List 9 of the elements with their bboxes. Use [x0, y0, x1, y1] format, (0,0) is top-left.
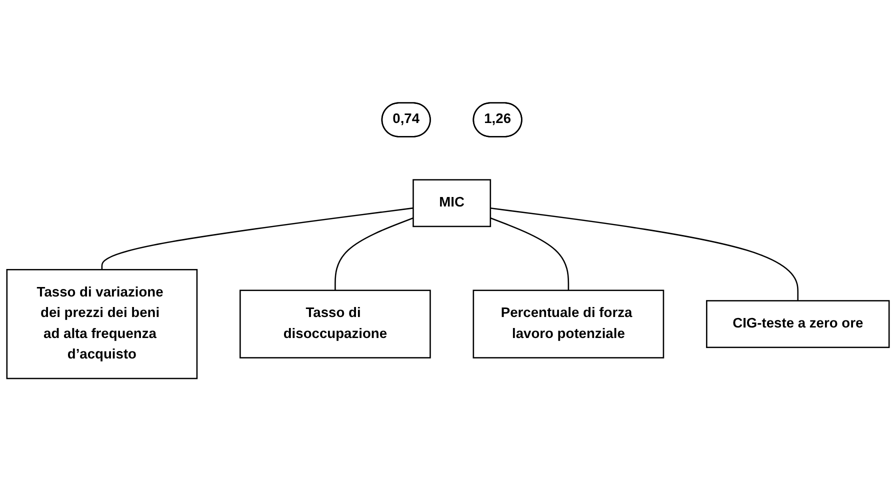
node-box: CIG-teste a zero ore	[706, 300, 890, 348]
node-box: MIC	[412, 178, 492, 227]
node-box: Percentuale di forza lavoro potenziale	[472, 290, 664, 358]
node-box: Tasso di variazione dei prezzi dei beni ad alta frequenza d’acquisto	[6, 268, 198, 379]
connector	[101, 207, 414, 270]
node-box: Tasso di disoccupazione	[240, 290, 431, 358]
connector	[490, 207, 799, 301]
connector	[334, 217, 414, 290]
connector	[490, 217, 570, 290]
